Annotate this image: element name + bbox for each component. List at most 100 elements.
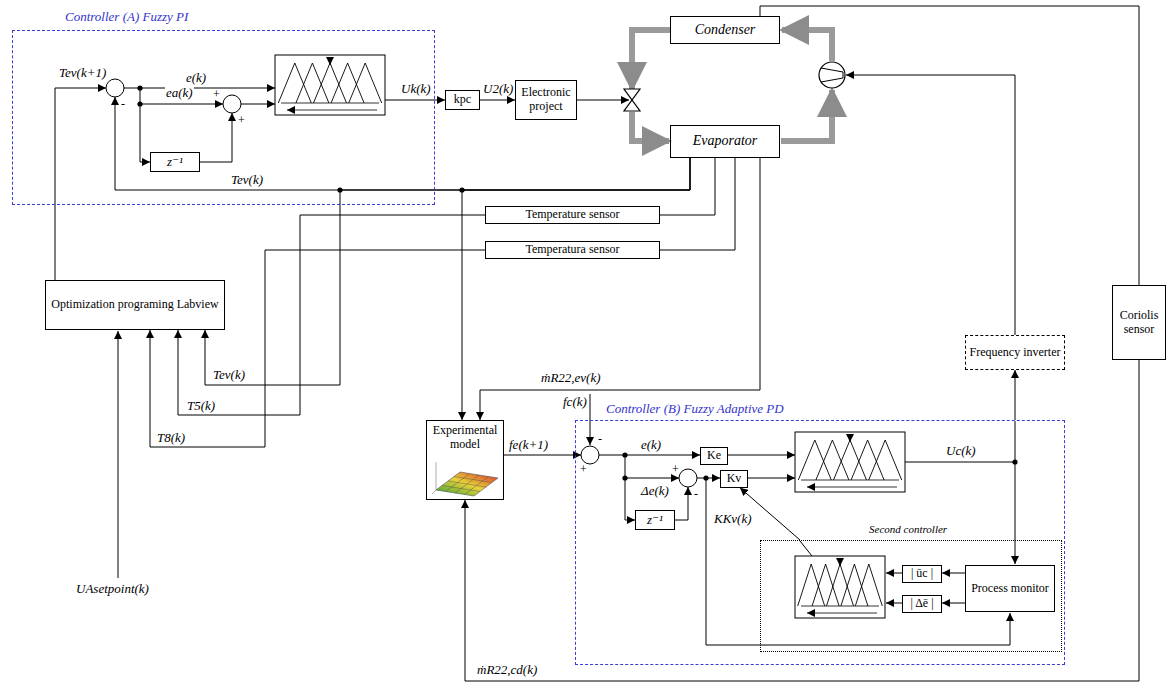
junction-dot xyxy=(137,101,142,106)
signal-wire xyxy=(905,421,1015,462)
membership-function xyxy=(278,63,311,103)
gain-box: Ke xyxy=(700,447,728,465)
universe-axis xyxy=(801,606,879,607)
signal-label: T8(k) xyxy=(156,431,186,444)
membership-function xyxy=(841,564,868,606)
controller-region: Controller (B) Fuzzy Adaptive PDz⁻¹KeKvS… xyxy=(575,420,1065,665)
node-label: Kv xyxy=(727,472,742,486)
gain-box: Kv xyxy=(720,470,748,488)
node-label: Experimental model xyxy=(430,424,500,452)
node-label: Frequency inverter xyxy=(970,346,1061,360)
evaporator-box: Evaporator xyxy=(670,125,780,158)
junction-dot xyxy=(622,475,627,480)
membership-function xyxy=(851,440,884,480)
signal-connector xyxy=(504,455,581,456)
signal-wire xyxy=(124,88,275,89)
adaptation-region: Second controller| ūc || Δē |Process mon… xyxy=(760,540,1062,652)
refrigerant-flow xyxy=(781,90,832,141)
signal-wire xyxy=(846,75,1015,335)
signal-label: U2(k) xyxy=(482,82,514,95)
node-label: Condenser xyxy=(695,22,756,38)
node-label: | Δē | xyxy=(910,597,933,611)
signal-wire xyxy=(577,100,629,101)
junction-dot xyxy=(137,85,142,90)
signal-label: T5(k) xyxy=(186,399,216,412)
junction-dot xyxy=(622,452,627,457)
membership-function xyxy=(812,564,839,606)
inference-arrow xyxy=(850,435,851,442)
membership-function xyxy=(798,440,831,480)
sensor-box: Temperature sensor xyxy=(485,206,660,224)
signal-label: Δe(k) xyxy=(640,484,670,497)
signal-wire xyxy=(118,331,119,578)
surface-patch xyxy=(436,472,498,496)
signal-wire xyxy=(1015,462,1016,564)
membership-function xyxy=(834,440,867,480)
model-box: Experimental model xyxy=(426,420,504,500)
signal-label: Uc(k) xyxy=(945,444,977,457)
signal-wire xyxy=(200,113,232,162)
inference-arrow xyxy=(807,487,897,488)
surface-grid xyxy=(465,477,489,495)
signal-connector xyxy=(1015,370,1016,420)
summing-junction xyxy=(223,95,241,113)
expansion-valve xyxy=(624,89,640,111)
refrigerant-flow xyxy=(632,30,670,89)
node-label: Coriolis sensor xyxy=(1116,309,1162,337)
inverter-box: Frequency inverter xyxy=(965,335,1065,370)
signal-label: Tev(k) xyxy=(212,368,246,381)
signal-label: fe(k+1) xyxy=(508,438,549,451)
region-title: Controller (B) Fuzzy Adaptive PD xyxy=(606,401,784,417)
summing-junction xyxy=(581,446,599,464)
signal-connector xyxy=(465,360,1139,681)
node-label: Evaporator xyxy=(693,133,758,149)
controller-region: Controller (A) Fuzzy PIz⁻¹ xyxy=(12,30,435,205)
junction-dot xyxy=(703,475,708,480)
membership-function xyxy=(798,564,825,606)
compressor-symbol xyxy=(819,62,845,88)
membership-function xyxy=(855,564,882,606)
signal-label: ṁR22,ev(k) xyxy=(540,371,602,384)
universe-axis xyxy=(801,480,899,481)
summing-junction xyxy=(679,469,697,487)
signal-connector xyxy=(462,158,690,420)
membership-function xyxy=(296,63,329,103)
signal-wire xyxy=(728,455,795,456)
junction-dot xyxy=(1012,459,1017,464)
inference-arrow xyxy=(840,559,841,566)
sign-label: - xyxy=(120,98,126,110)
membership-function xyxy=(816,440,849,480)
signal-label: UAsetpoint(k) xyxy=(75,582,150,595)
signal-label: KKv(k) xyxy=(713,512,753,525)
inference-arrow xyxy=(287,110,377,111)
node-label: z⁻¹ xyxy=(647,513,663,528)
signal-label: Tev(k) xyxy=(230,173,264,186)
sign-label: + xyxy=(579,463,588,475)
surface-grid xyxy=(454,477,492,483)
signal-wire xyxy=(140,104,223,105)
monitor-box: Process monitor xyxy=(965,565,1055,612)
fuzzy-block xyxy=(275,55,385,115)
inference-arrow xyxy=(330,58,331,65)
signal-wire xyxy=(385,100,445,101)
signal-wire xyxy=(886,573,902,574)
gain-box: kpc xyxy=(445,90,480,110)
decoration-layer xyxy=(106,30,1018,645)
signal-connector xyxy=(942,573,965,574)
signal-connector xyxy=(205,158,690,385)
signal-connector xyxy=(55,88,106,280)
signal-label: Uk(k) xyxy=(400,82,432,95)
surface-grid xyxy=(455,475,479,493)
abs-box: | Δē | xyxy=(902,595,942,613)
abs-box: | ūc | xyxy=(902,565,942,583)
membership-function xyxy=(314,63,347,103)
surface-plot-icon xyxy=(432,462,498,496)
fuzzy-frame xyxy=(795,556,885,618)
region-title: Second controller xyxy=(869,523,947,535)
fuzzy-block xyxy=(795,556,885,618)
signal-connector xyxy=(760,6,1139,285)
signal-wire xyxy=(800,541,812,556)
surface-axis xyxy=(432,462,436,494)
